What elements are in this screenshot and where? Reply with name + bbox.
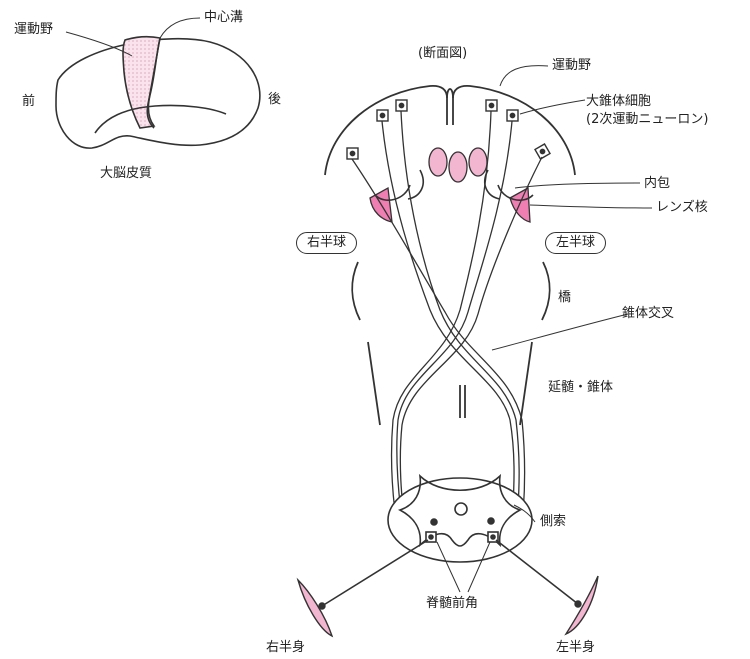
left-side-contour-upper	[542, 262, 550, 320]
central-canal	[455, 503, 467, 515]
pyramidal-tracts	[352, 100, 652, 528]
section-cortex	[325, 66, 575, 425]
ventricle-right	[469, 148, 487, 176]
label-section-motor-area: 運動野	[552, 58, 591, 74]
fissure-cap	[447, 89, 453, 98]
decussation-leader	[492, 314, 628, 350]
label-back: 後	[268, 92, 281, 108]
label-lentiform-nucleus: レンズ核	[656, 200, 708, 216]
label-internal-capsule: 内包	[644, 176, 670, 192]
lentiform-leader	[530, 205, 652, 208]
ventricle-left-2	[449, 152, 467, 182]
brain-outline	[56, 39, 260, 148]
nerve-to-right-body	[322, 540, 428, 606]
central-sulcus-leader	[160, 18, 200, 38]
pyramidal-cells	[347, 100, 550, 159]
label-left-hemisphere: 左半球	[545, 232, 606, 254]
label-right-hemisphere: 右半球	[296, 232, 357, 254]
label-anterior-horn: 脊髄前角	[426, 596, 478, 612]
label-left-body: 左半身	[556, 640, 595, 656]
right-muscle	[298, 580, 332, 636]
label-cerebral-cortex: 大脳皮質	[100, 166, 152, 182]
label-medulla: 延髄・錐体	[548, 380, 613, 396]
label-pyramidal-cell-sub: (2次運動ニューロン)	[586, 112, 708, 128]
lateral-brain	[56, 18, 260, 148]
label-lateral-funiculus: 側索	[540, 514, 566, 530]
label-decussation: 錐体交叉	[622, 306, 674, 322]
motor-area-leader-2	[500, 66, 548, 86]
left-muscle	[566, 576, 598, 634]
spinal-cord	[322, 476, 578, 606]
label-right-body: 右半身	[266, 640, 305, 656]
right-side-contour-lower	[368, 342, 380, 425]
lentiform-left	[510, 188, 530, 222]
ventricles	[429, 148, 487, 182]
label-pons: 橋	[558, 290, 571, 306]
left-side-contour-lower	[520, 342, 532, 425]
label-pyramidal-cell: 大錐体細胞	[586, 94, 651, 110]
capsule-leader	[515, 183, 640, 188]
label-front: 前	[22, 94, 35, 110]
temporal-fissure	[95, 105, 226, 133]
nerve-to-left-body	[496, 540, 578, 604]
label-central-sulcus: 中心溝	[204, 10, 243, 26]
motor-area-region	[123, 37, 160, 128]
ventricle-left-1	[429, 148, 447, 176]
label-motor-area: 運動野	[14, 22, 53, 38]
label-section-title: (断面図)	[418, 46, 467, 62]
right-side-contour-upper	[352, 262, 360, 320]
